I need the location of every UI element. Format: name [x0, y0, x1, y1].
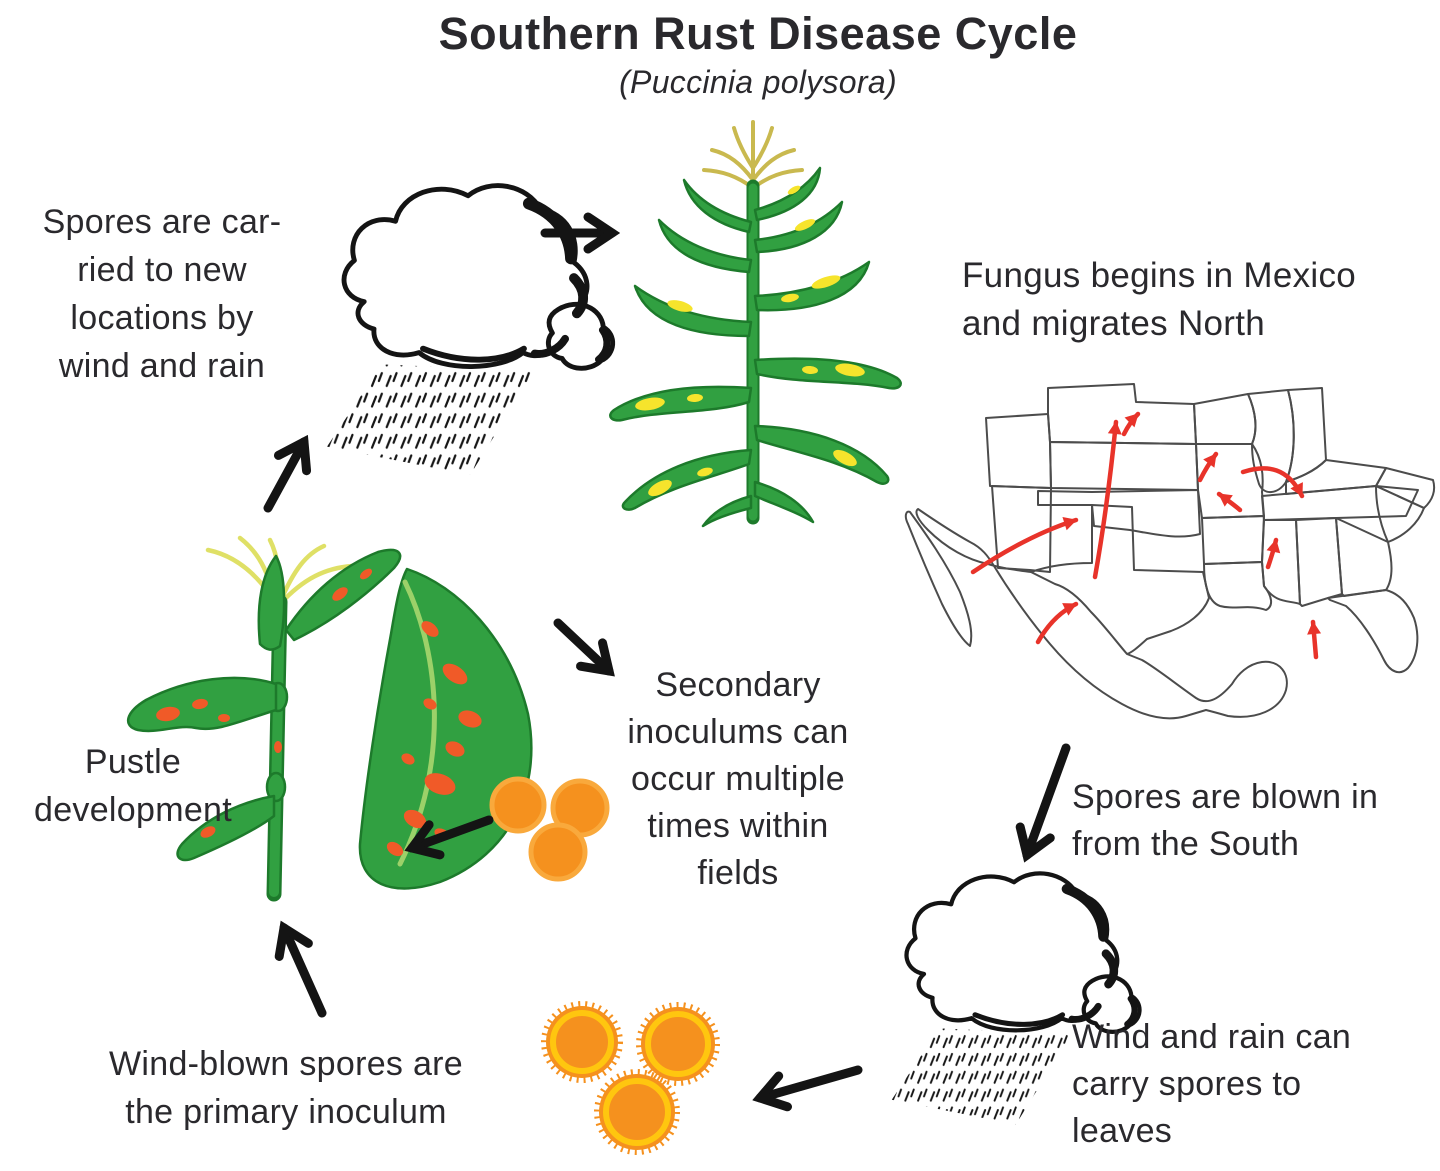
- annotation-spores-blown: Spores are blown in from the South: [1072, 778, 1379, 863]
- arrow-primary-to-plant: [284, 928, 327, 1018]
- state-outlines: [985, 383, 1436, 674]
- urediniospore-cluster-large: [541, 1001, 720, 1155]
- corn-plant-illustration: [609, 120, 902, 528]
- annotation-secondary-inoculums: Secondary inoculums can occur multiple t…: [627, 666, 849, 892]
- annotation-fungus-origin: Fungus begins in Mexico and migrates Nor…: [962, 256, 1357, 343]
- cycle-arrows: [263, 233, 1071, 1098]
- annotation-wind-rain-carry: Wind and rain can carry spores to leaves: [1072, 1018, 1352, 1150]
- annotation-pustle-development: Pustle development: [34, 743, 232, 829]
- mexico-us-migration-map: [904, 383, 1436, 720]
- annotation-spores-carried: Spores are car- ried to new locations by…: [42, 203, 282, 385]
- infected-corn-plant-illustration: [126, 535, 533, 902]
- arrow-to-secondary: [553, 618, 609, 671]
- arrow-spores-to-plant: [412, 815, 494, 848]
- annotation-primary-inoculum: Wind-blown spores are the primary inocul…: [108, 1045, 463, 1131]
- arrow-map-to-cloud: [1027, 743, 1071, 855]
- mexico-outline: [904, 508, 1288, 720]
- page-title: Southern Rust Disease Cycle: [438, 8, 1078, 59]
- spore-migration-arrows: [970, 411, 1322, 660]
- page-subtitle: (Puccinia polysora): [619, 64, 897, 100]
- arrow-cloud-to-spores: [760, 1065, 863, 1098]
- urediniospore-cluster-small: [489, 776, 610, 882]
- arrow-plant-to-cloud: [263, 442, 304, 513]
- rust-lesions: [635, 185, 865, 497]
